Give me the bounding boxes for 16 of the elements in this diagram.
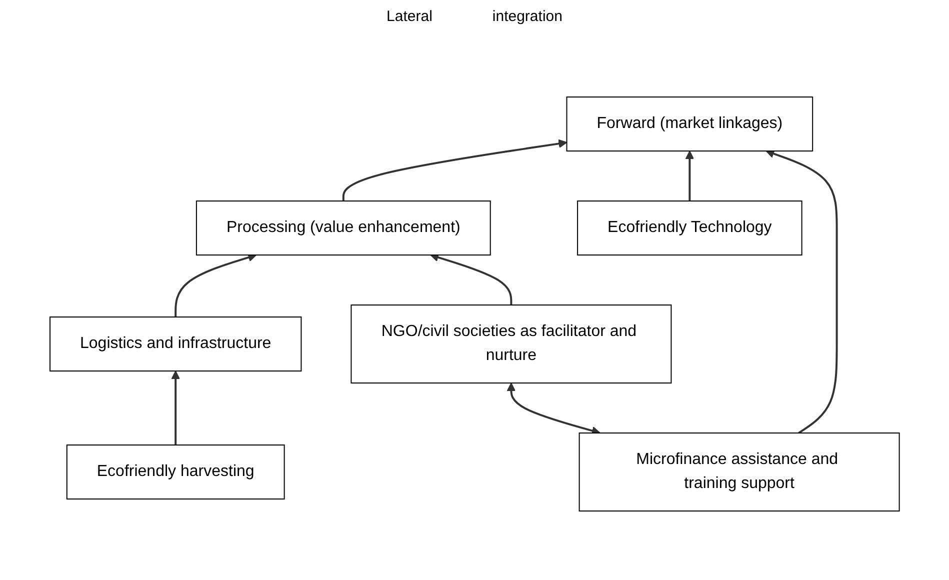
- arrow: [430, 253, 512, 305]
- node-box: Ecofriendly harvesting: [66, 444, 285, 500]
- arrow: [766, 150, 838, 434]
- integration-label: Lateral: [386, 8, 432, 25]
- node-box: Forward (market linkages): [566, 96, 813, 152]
- arrow: [506, 382, 600, 435]
- node-box: Microfinance assistance and training support: [578, 432, 900, 512]
- arrow: [342, 139, 567, 201]
- node-box: Logistics and infrastructure: [49, 316, 302, 372]
- node-box: NGO/civil societies as facilitator and nurture: [350, 304, 672, 384]
- integration-label: integration: [492, 8, 562, 25]
- arrow: [685, 150, 694, 201]
- arrow: [171, 370, 180, 445]
- node-box: Ecofriendly Technology: [576, 200, 802, 256]
- arrow: [174, 253, 257, 317]
- node-box: Processing (value enhancement): [196, 200, 491, 256]
